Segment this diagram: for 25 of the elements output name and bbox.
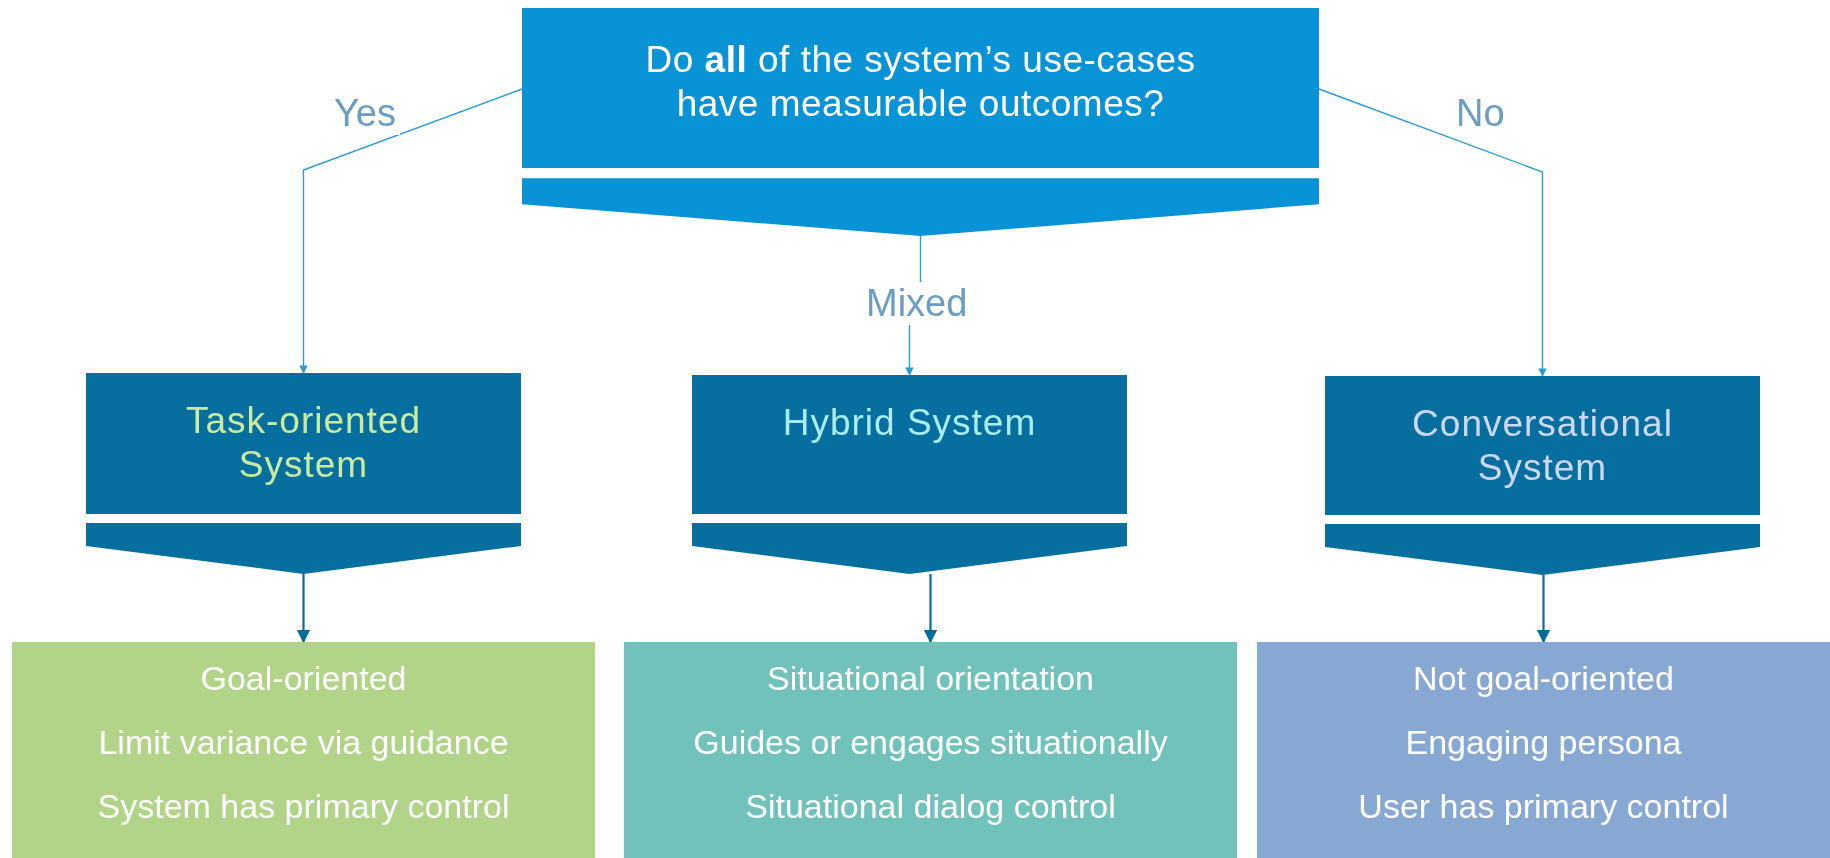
trait-text: Limit variance via guidance (97, 722, 510, 762)
system-type-label: Task-oriented System (184, 399, 423, 487)
trait-text: Guides or engages situationally (692, 722, 1169, 762)
question-text: Do all of the system’s use-cases have measurable outcomes? (644, 38, 1197, 126)
trait-text: Not goal-oriented (1412, 658, 1675, 698)
arrow (1318, 88, 1547, 377)
trait-text: Situational dialog control (744, 786, 1117, 826)
arrow (923, 574, 938, 644)
arrow (299, 88, 523, 374)
trait-text: Goal-oriented (199, 658, 408, 698)
characteristics-box (1257, 642, 1830, 858)
system-type-label: Hybrid System (781, 401, 1038, 445)
characteristics-box (12, 642, 595, 858)
trait-text: System has primary control (96, 786, 511, 826)
trait-text: Engaging persona (1404, 722, 1683, 762)
arrow (296, 574, 311, 644)
trait-text: User has primary control (1357, 786, 1730, 826)
decision-box (522, 8, 1319, 236)
system-type-box (1325, 376, 1760, 575)
system-type-box (692, 375, 1127, 574)
trait-text: Situational orientation (766, 658, 1095, 698)
characteristics-box (624, 642, 1237, 858)
system-type-box (86, 373, 521, 574)
arrow (1536, 575, 1551, 644)
system-type-label: Conversational System (1411, 402, 1674, 490)
